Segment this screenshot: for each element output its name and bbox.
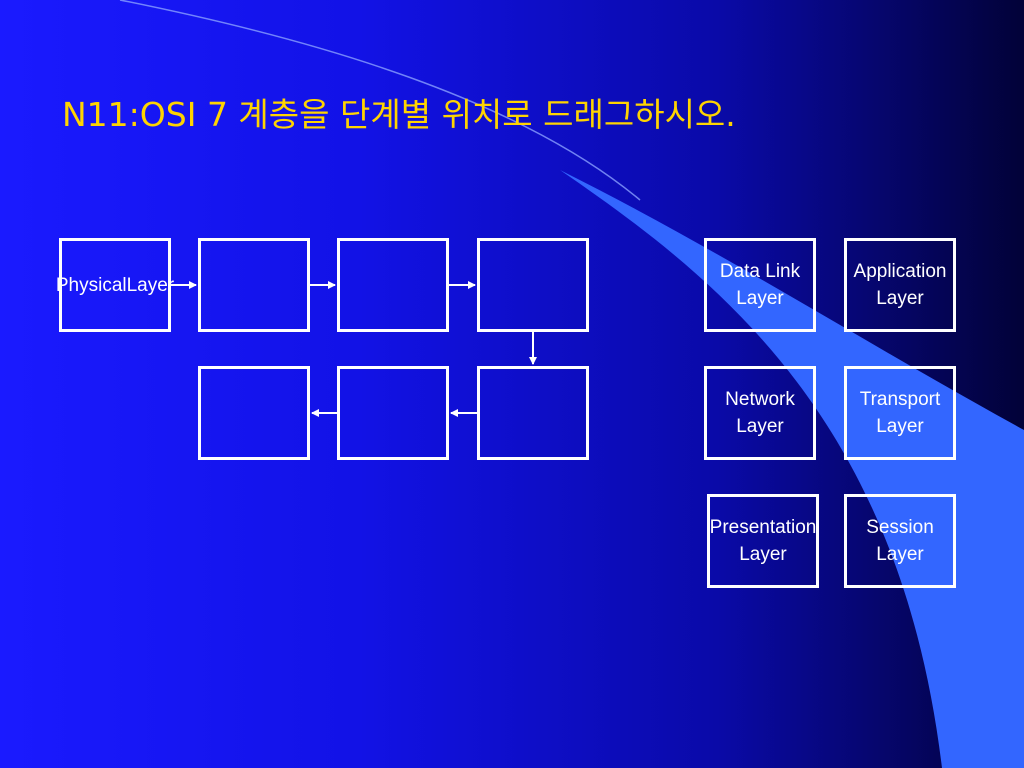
slot-1-line2: Layer <box>126 274 175 296</box>
slot-7[interactable] <box>198 366 310 460</box>
card-5-line2: Layer <box>739 544 787 565</box>
slot-1-line1: Physical <box>55 274 127 296</box>
page-title: N11:OSI 7 계층을 단계별 위치로 드래그하시오. <box>62 95 736 134</box>
card-1-line2: Layer <box>736 288 784 309</box>
card-4-line1: Transport <box>859 389 941 410</box>
card-6-line2: Layer <box>876 544 924 565</box>
slot-3[interactable] <box>337 238 449 332</box>
slot-4[interactable] <box>477 238 589 332</box>
card-3-line1: Network <box>725 389 795 410</box>
card-3-line2: Layer <box>736 416 784 437</box>
swoosh-arc-line <box>119 0 641 201</box>
card-2-line1: Application <box>853 261 947 282</box>
slot-5[interactable] <box>477 366 589 460</box>
card-5-line1: Presentation <box>709 517 817 538</box>
swoosh-band <box>560 170 1024 768</box>
card-1-line1: Data Link <box>719 261 801 282</box>
slot-2[interactable] <box>198 238 310 332</box>
slot-1[interactable]: PhysicalLayer <box>55 238 174 332</box>
card-2-line2: Layer <box>876 288 924 309</box>
slot-6[interactable] <box>337 366 449 460</box>
card-6-line1: Session <box>866 517 934 538</box>
card-4-line2: Layer <box>876 416 924 437</box>
